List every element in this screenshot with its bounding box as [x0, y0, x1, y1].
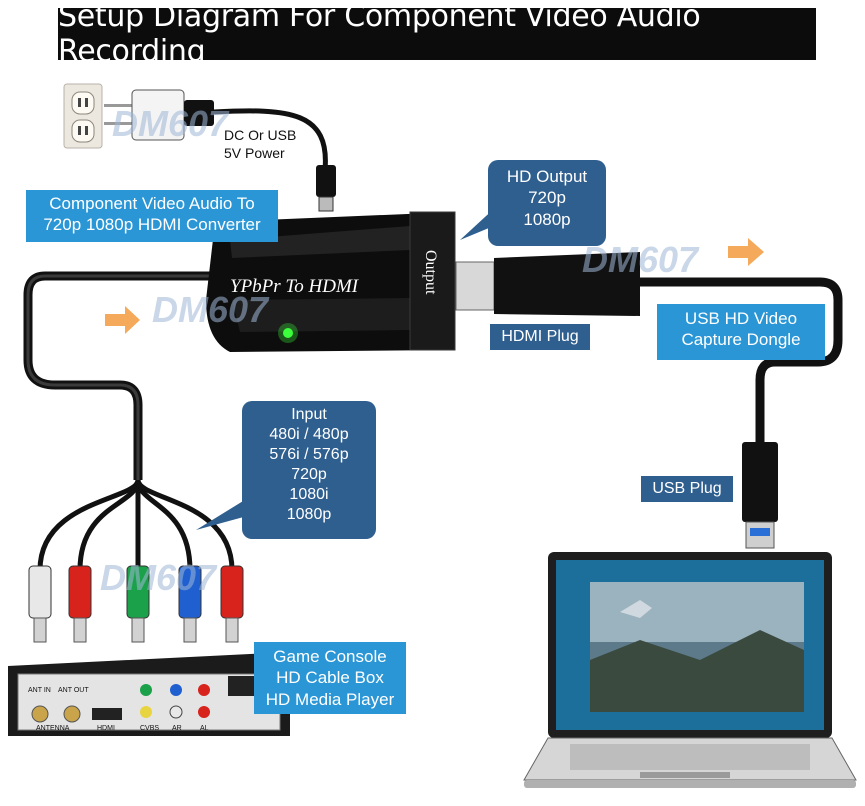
rca-plug — [178, 565, 202, 643]
port-label: ANT OUT — [58, 687, 89, 694]
input-line: 1080p — [286, 506, 332, 523]
port-label: HDMI — [97, 725, 115, 732]
source-line: Game Console — [273, 647, 387, 666]
laptop — [523, 552, 857, 788]
hdmi-plug-callout: HDMI Plug — [490, 324, 590, 350]
rca-fanout — [37, 479, 235, 571]
hd-output-callout: HD Output 720p 1080p — [488, 160, 606, 246]
hd-output-line: 720p — [528, 188, 566, 208]
rca-plug — [68, 565, 92, 643]
port-label: AR — [172, 725, 182, 732]
power-cable — [213, 108, 328, 171]
diagram-title: Setup Diagram For Component Video Audio … — [58, 0, 816, 69]
converter-callout-line: 720p 1080p HDMI Converter — [43, 215, 261, 235]
usb-plug-callout: USB Plug — [641, 476, 733, 502]
power-plug — [316, 165, 336, 197]
input-line: 480i / 480p — [269, 426, 349, 443]
usb-dongle-line: Capture Dongle — [681, 330, 801, 350]
port-label: AL — [200, 725, 209, 732]
source-line: HD Cable Box — [276, 668, 384, 688]
watermark-text: DM607 — [100, 557, 218, 598]
converter-box — [206, 211, 456, 352]
watermark-text: DM607 — [152, 289, 270, 330]
rca-plug — [126, 565, 150, 643]
flow-arrows — [105, 238, 764, 334]
input-callout: Input 480i / 480p 576i / 576p 720p 1080i… — [242, 401, 376, 539]
converter-text: YPbPr To HDMI — [230, 276, 360, 297]
converter-callout-line: Component Video Audio To — [49, 194, 255, 213]
power-label-line: 5V Power — [224, 145, 285, 162]
power-label: DC Or USB 5V Power — [224, 126, 296, 162]
box-port-labels: ANT IN ANT OUT ANTENNA HDMI CVBS AR AL — [28, 687, 209, 732]
converter-callout: Component Video Audio To 720p 1080p HDMI… — [26, 190, 278, 242]
wall-outlet — [63, 83, 103, 149]
status-led — [283, 328, 293, 338]
input-line: Input — [291, 406, 327, 423]
port-label: CVBS — [140, 725, 159, 732]
hd-output-line: HD Output — [506, 167, 588, 186]
watermarks: DM607 DM607 DM607 DM607 — [100, 103, 700, 598]
usb-dongle-callout: USB HD Video Capture Dongle — [657, 304, 825, 360]
watermark-text: DM607 — [582, 239, 700, 280]
source-callout: Game Console HD Cable Box HD Media Playe… — [254, 642, 406, 714]
hdmi-plug-label: HDMI Plug — [501, 328, 579, 345]
power-adapter — [104, 89, 214, 141]
input-line: 720p — [291, 466, 327, 483]
rca-plugs — [28, 565, 244, 643]
usb-plug-label: USB Plug — [652, 480, 722, 497]
port-label: ANT IN — [28, 687, 51, 694]
input-line: 1080i — [289, 486, 329, 503]
hdmi-cable — [455, 252, 843, 450]
source-line: HD Media Player — [265, 689, 395, 709]
port-label: ANTENNA — [36, 725, 70, 732]
rca-plug — [220, 565, 244, 643]
usb-dongle-line: USB HD Video — [684, 309, 798, 328]
output-port-text: Output — [422, 250, 439, 295]
usb-plug — [742, 442, 778, 549]
power-label-line: DC Or USB — [224, 127, 297, 143]
set-top-box — [8, 652, 290, 736]
input-line: 576i / 576p — [269, 446, 349, 463]
watermark-text: DM607 — [112, 103, 230, 144]
hd-output-line: 1080p — [523, 209, 571, 229]
rca-plug — [28, 565, 52, 643]
